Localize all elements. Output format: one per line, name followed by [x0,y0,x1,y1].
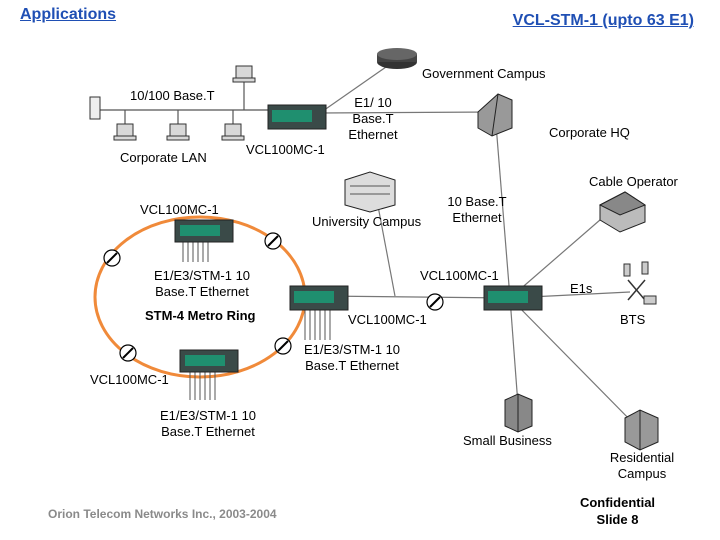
label-e1-ethernet: E1/ 10 Base.T Ethernet [348,95,398,142]
label-cable-operator: Cable Operator [589,174,678,189]
government-campus-icon [377,48,417,69]
university-campus-icon [344,171,396,213]
residential-campus-icon [624,409,659,451]
applications-link[interactable]: Applications [20,6,117,23]
label-vcl-ring-right: VCL100MC-1 [348,312,427,327]
label-government-campus: Government Campus [422,66,546,81]
label-small-business: Small Business [463,433,552,448]
label-vcl-right-node: VCL100MC-1 [420,268,499,283]
label-e1s: E1s [570,281,593,296]
cable-operator-icon [598,191,647,233]
vcl-unit-ring-right [289,285,349,311]
label-vcl-ring-top: VCL100MC-1 [140,202,219,217]
label-lan-speed: 10/100 Base.T [130,88,215,103]
footer-company: Orion Telecom Networks Inc., 2003-2004 [48,507,277,521]
label-vcl-ring-bottom: VCL100MC-1 [90,372,169,387]
footer-slide-number: Slide 8 [596,512,639,527]
label-ring-bottom-right-services: E1/E3/STM-1 10 Base.T Ethernet [303,342,401,373]
label-base-t-ethernet: 10 Base.T Ethernet [447,194,507,225]
label-university-campus: University Campus [312,214,422,229]
pc-icons [113,65,256,141]
label-residential-campus: Residential Campus [609,450,675,481]
server-icon [89,96,101,120]
vcl-unit-ring-top [174,219,234,243]
vcl-unit-ring-bottom [179,349,239,373]
vcl-unit-top [267,104,327,130]
footer-confidential: Confidential [579,495,656,510]
lan-bus [97,78,300,126]
label-ring-left-services: E1/E3/STM-1 10 Base.T Ethernet [153,268,251,299]
vcl-unit-right [483,285,543,311]
label-corporate-hq: Corporate HQ [549,125,630,140]
label-vcl-top: VCL100MC-1 [246,142,325,157]
label-corporate-lan: Corporate LAN [120,150,207,165]
small-business-icon [504,393,533,433]
label-ring-bottom-services: E1/E3/STM-1 10 Base.T Ethernet [159,408,257,439]
corporate-hq-icon [477,93,513,137]
label-bts: BTS [620,312,646,327]
bts-icon [623,261,657,305]
label-metro-ring: STM-4 Metro Ring [145,308,256,323]
slide-title: VCL-STM-1 (upto 63 E1) [512,12,694,29]
